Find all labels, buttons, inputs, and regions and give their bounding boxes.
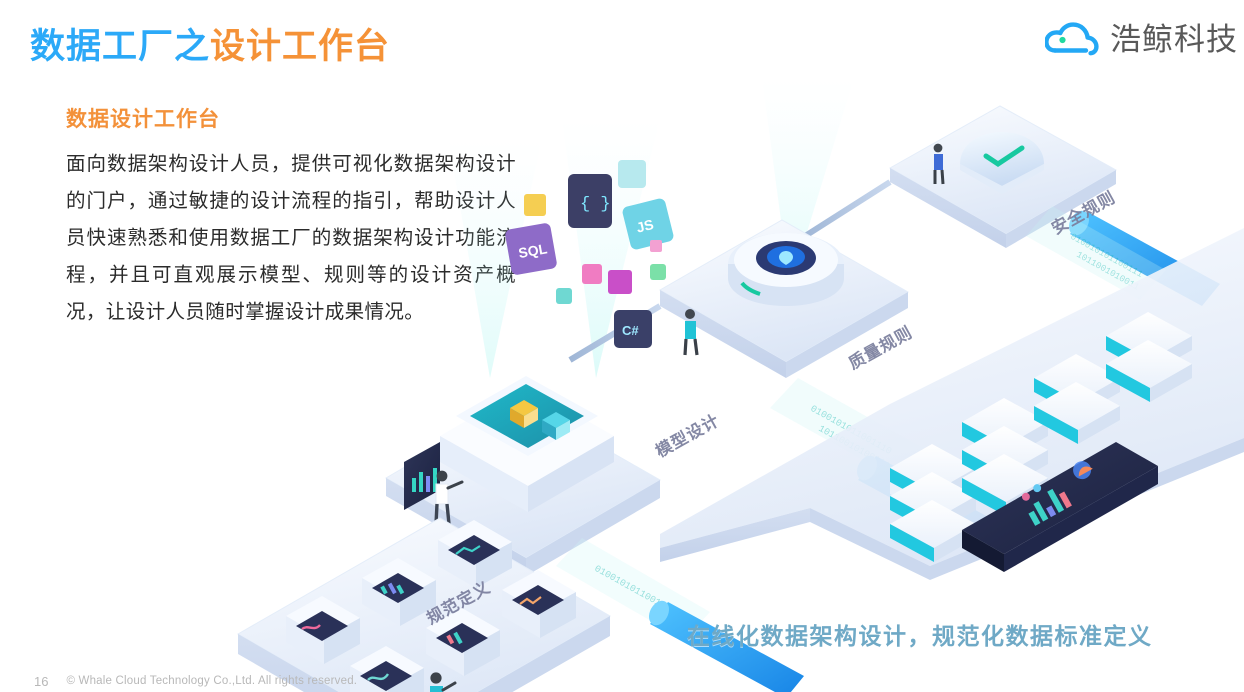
stage-spec	[236, 517, 612, 692]
page-title: 数据工厂之设计工作台	[30, 18, 390, 69]
stage-quality	[658, 219, 910, 378]
person-security	[933, 143, 945, 185]
svg-text:{ }: { }	[580, 195, 611, 214]
mini-bars	[412, 468, 437, 492]
person-spec	[430, 672, 457, 692]
stage-servers	[660, 228, 1244, 580]
svg-text:SQL: SQL	[517, 240, 549, 261]
person-quality	[683, 309, 699, 356]
svg-text:C#: C#	[622, 323, 639, 338]
whale-cloud-logo-icon	[1044, 17, 1099, 57]
data-tube-bottom	[648, 600, 804, 692]
console-panel	[962, 442, 1158, 572]
slide-tagline: 在线化数据架构设计，规范化数据标准定义	[687, 623, 1153, 649]
stage-model: SQL { } JS C#	[384, 160, 674, 576]
page-title-blue-segment: 数据工厂之	[30, 27, 211, 66]
description-block: 数据设计工作台 面向数据架构设计人员，提供可视化数据架构设计的门户，通过敏捷的设…	[66, 103, 516, 331]
code-chips: SQL { } JS C#	[505, 160, 674, 348]
stage-security	[888, 105, 1118, 248]
svg-text:JS: JS	[635, 216, 655, 236]
copyright-notice: © Whale Cloud Technology Co.,Ltd. All ri…	[66, 675, 358, 687]
slide-header: 数据工厂之设计工作台 浩鲸科技	[0, 0, 1244, 82]
pipe-security-to-quality	[800, 179, 892, 241]
brand-logo-text: 浩鲸科技	[1110, 22, 1238, 57]
monitor-grid	[286, 520, 576, 692]
slide-footer: 16 © Whale Cloud Technology Co.,Ltd. All…	[0, 670, 1244, 692]
description-paragraph: 面向数据架构设计人员，提供可视化数据架构设计的门户，通过敏捷的设计流程的指引，帮…	[66, 153, 516, 323]
description-heading: 数据设计工作台	[66, 108, 220, 131]
page-number: 16	[34, 673, 49, 689]
isometric-flow-illustration: 010010101100111 1011001010011	[190, 78, 1244, 692]
brand-logo: 浩鲸科技	[1044, 14, 1238, 59]
page-title-orange-segment: 设计工作台	[210, 27, 391, 66]
server-racks	[890, 312, 1192, 562]
